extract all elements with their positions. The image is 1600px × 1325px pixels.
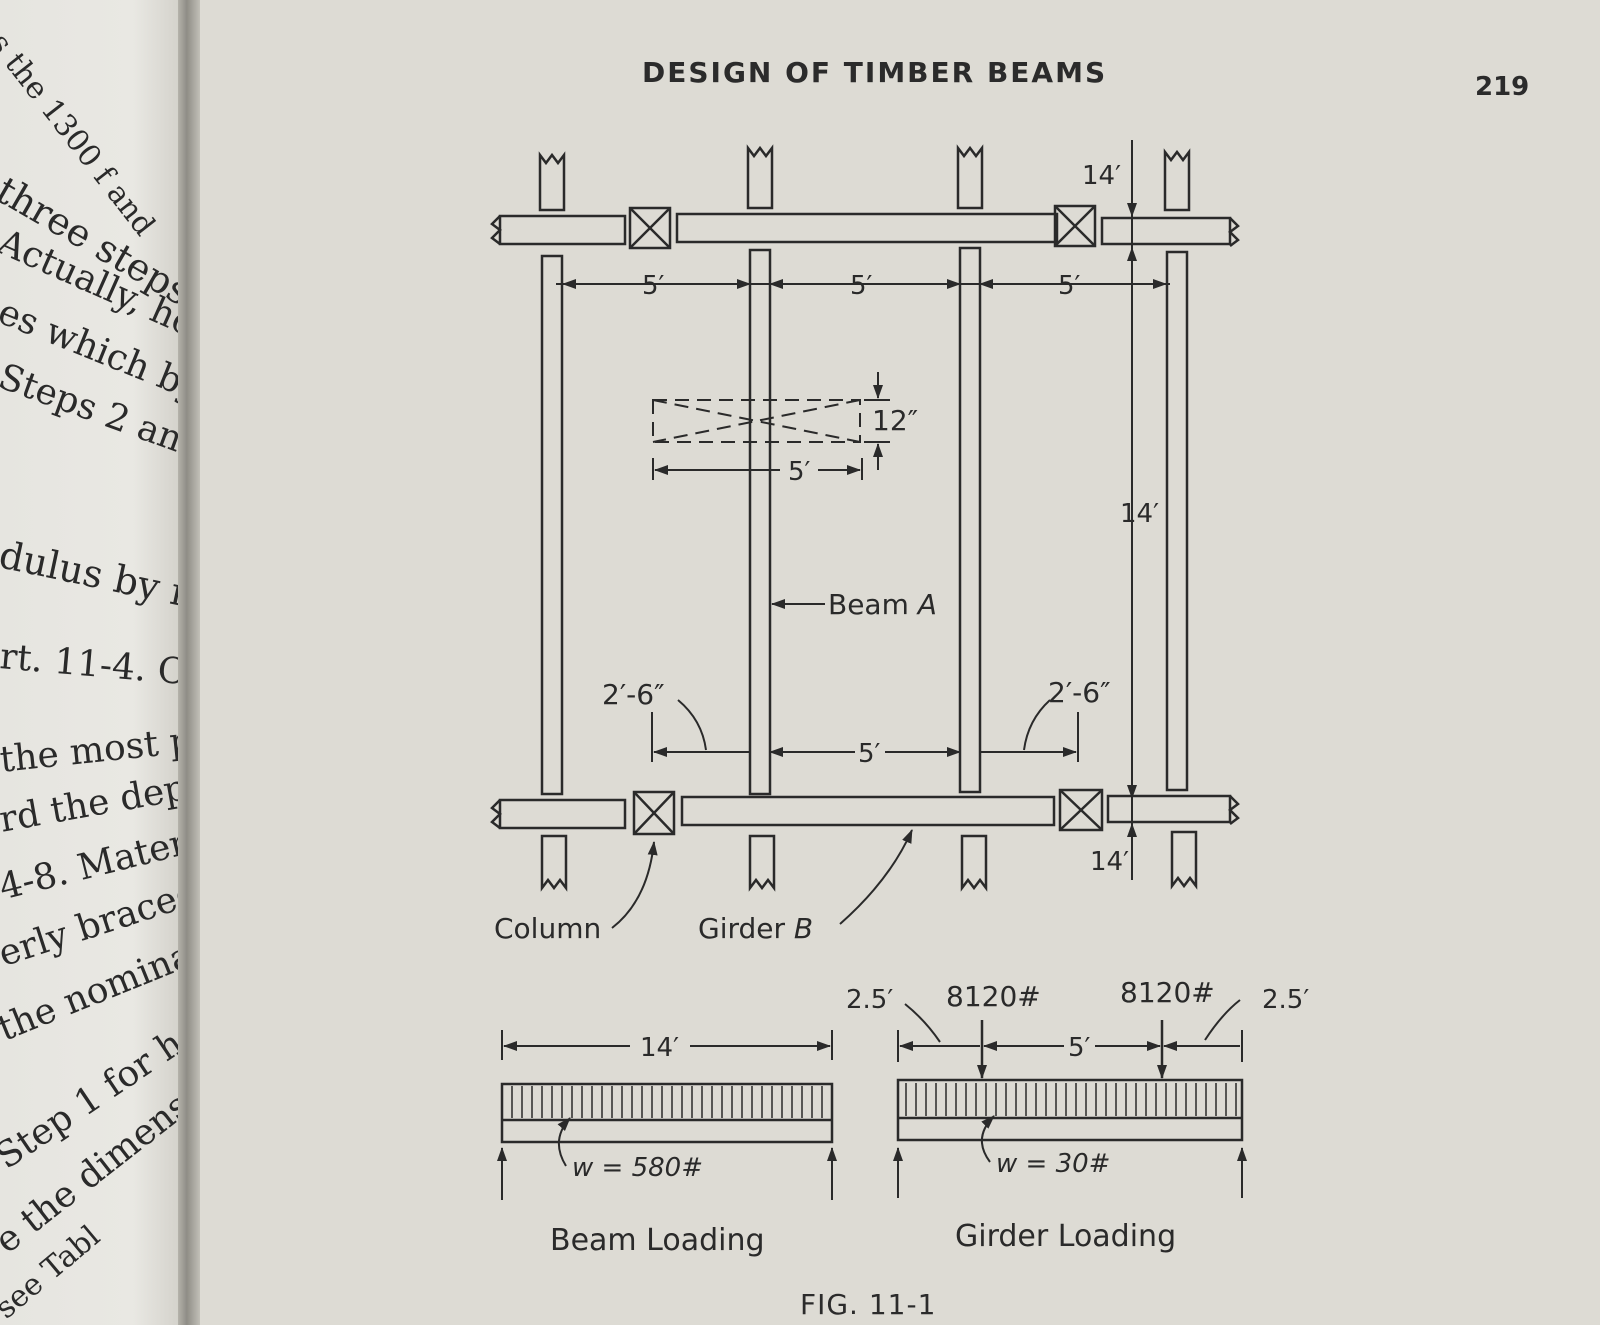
upper-column: [628, 206, 672, 250]
beam-a-member: [748, 248, 772, 796]
beam-loading-diagram: [497, 1030, 837, 1200]
bearing-area-dashed: [652, 399, 861, 443]
dim-span-bottom: 14′: [1090, 847, 1129, 877]
girder-load-left: 8120#: [946, 980, 1041, 1013]
book-gutter: [178, 0, 200, 1325]
right-page: [200, 0, 1600, 1325]
label-beam-a: Beam A: [828, 588, 937, 621]
dim-bearing-depth: 12″: [872, 404, 918, 437]
label-column: Column: [494, 912, 601, 945]
dim-spacing-top-3: 5′: [1058, 271, 1081, 301]
dim-overhang-left: 2′-6″: [602, 678, 665, 711]
dim-bearing-width: 5′: [788, 457, 811, 487]
dim-span-top: 14′: [1082, 161, 1121, 191]
lower-stub-post: [1170, 830, 1198, 890]
beam-loading-w: w = 580#: [572, 1153, 703, 1183]
girder-middle: 5′: [1068, 1033, 1091, 1063]
lower-column: [632, 790, 676, 836]
upper-column: [1053, 204, 1097, 248]
lower-girder: [490, 794, 1240, 830]
dim-span-right: 14′: [1120, 499, 1159, 529]
page-number: 219: [1475, 72, 1530, 102]
beam-load-hatching: [511, 1086, 823, 1118]
dim-spacing-top-2: 5′: [850, 271, 873, 301]
girder-loading-w: w = 30#: [996, 1149, 1110, 1179]
upper-girder: [490, 212, 1240, 247]
beam-member: [540, 254, 564, 796]
lower-stub-post: [540, 834, 568, 892]
beam-member: [958, 246, 982, 794]
upper-stub-post: [746, 144, 774, 210]
running-header: DESIGN OF TIMBER BEAMS: [642, 56, 1108, 89]
girder-loading-title: Girder Loading: [955, 1219, 1176, 1254]
beam-member: [1165, 250, 1189, 792]
lower-stub-post: [960, 834, 988, 892]
upper-stub-post: [956, 144, 984, 210]
dim-spacing-top-1: 5′: [642, 271, 665, 301]
girder-loading-diagram: [893, 999, 1247, 1198]
girder-right-end: 2.5′: [1262, 985, 1309, 1015]
beam-loading-span: 14′: [640, 1033, 679, 1063]
figure-caption: FIG. 11-1: [800, 1288, 937, 1321]
label-girder-b: Girder B: [698, 912, 813, 945]
lower-stub-post: [748, 834, 776, 892]
girder-load-right: 8120#: [1120, 976, 1215, 1009]
girder-left-end: 2.5′: [846, 985, 893, 1015]
upper-stub-post: [538, 151, 566, 212]
lower-column: [1058, 788, 1104, 832]
dim-spacing-bottom: 5′: [858, 739, 881, 769]
girder-load-hatching: [905, 1083, 1237, 1116]
beam-loading-title: Beam Loading: [550, 1223, 765, 1258]
dim-overhang-right: 2′-6″: [1048, 676, 1111, 709]
upper-stub-post: [1163, 148, 1191, 212]
left-page: s the 1300 f and three steps are Actuall…: [0, 0, 190, 1325]
